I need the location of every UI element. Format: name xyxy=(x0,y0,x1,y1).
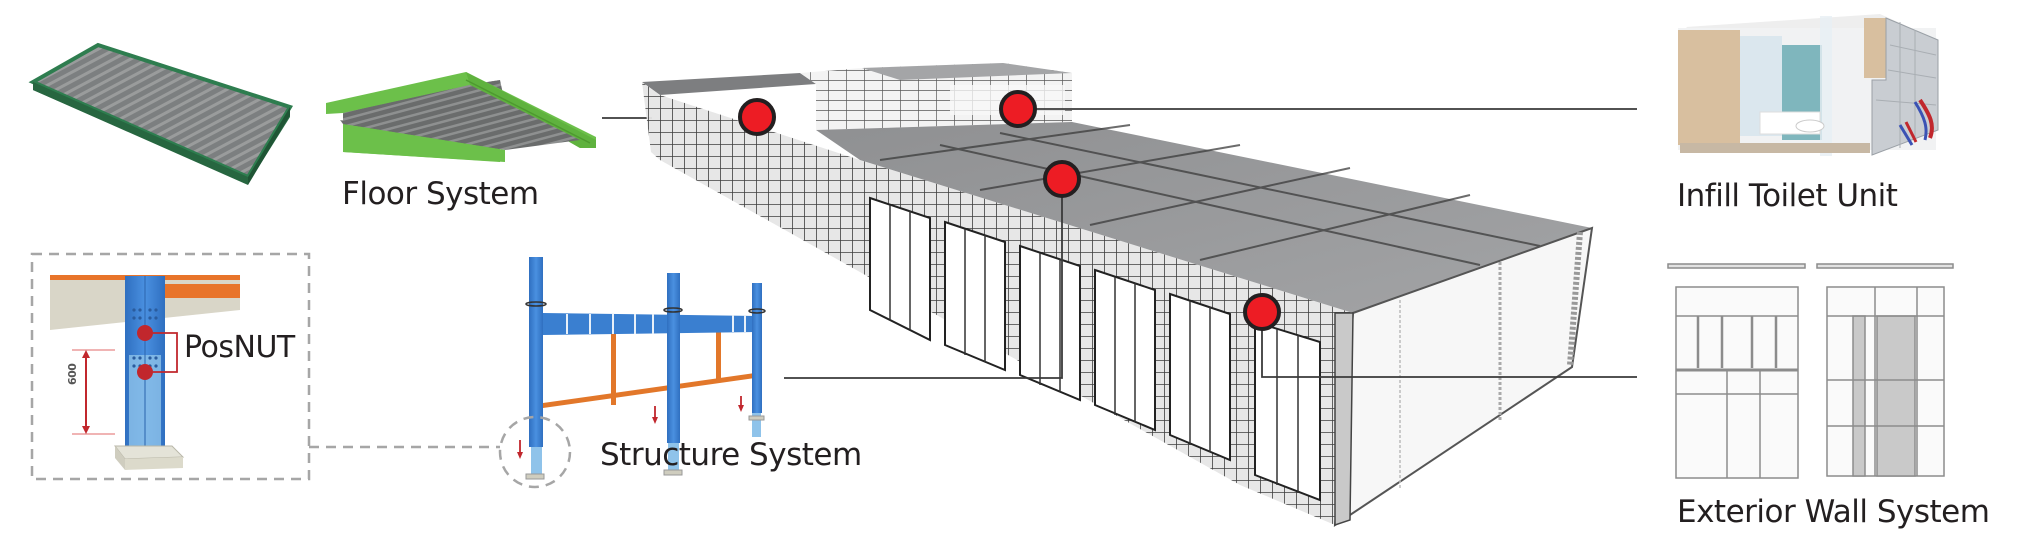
marker-toilet xyxy=(999,90,1037,128)
marker-exterior xyxy=(1243,293,1281,331)
infill-toilet-unit-label: Infill Toilet Unit xyxy=(1677,178,1898,214)
posnut-detail xyxy=(30,252,500,481)
floor-slab-illustration xyxy=(28,42,294,185)
dimension-600-label: 600 xyxy=(66,363,79,385)
structure-system-illustration xyxy=(498,257,766,489)
structure-leader-line xyxy=(784,197,1063,379)
markers xyxy=(738,90,1281,331)
exterior-leader-line xyxy=(1261,330,1637,378)
building-model xyxy=(642,63,1594,527)
floor-system-illustration xyxy=(326,72,596,162)
floor-system-label: Floor System xyxy=(342,176,539,212)
exterior-wall-illustration xyxy=(1667,263,1954,479)
structure-system-label: Structure System xyxy=(600,437,862,473)
posnut-label: PosNUT xyxy=(184,330,295,365)
exterior-wall-system-label: Exterior Wall System xyxy=(1677,494,1990,530)
leader-lines xyxy=(784,108,1637,379)
toilet-unit-illustration xyxy=(1678,14,1939,156)
marker-structure xyxy=(1043,160,1081,198)
marker-floor xyxy=(738,98,776,136)
